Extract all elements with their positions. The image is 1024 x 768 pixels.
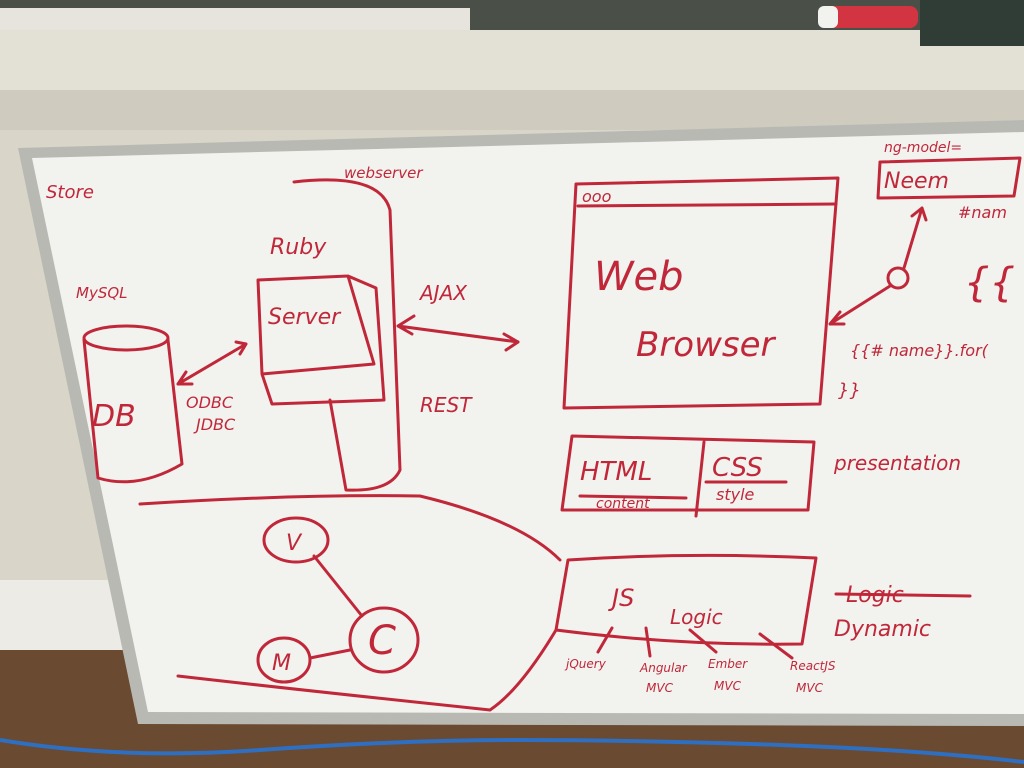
js-label: JS [608,584,634,612]
server-box [256,274,386,406]
marker-pen [818,6,918,28]
browser-dots: ooo [582,187,612,206]
baseboard [0,580,130,650]
mvc-region-curve [138,494,562,712]
floor-cable [0,737,1024,764]
style-label: style [716,485,755,504]
db-server-arrow [176,340,248,386]
logic-right-label: Logic [846,583,904,608]
browser-titlebar [576,202,838,208]
db-cylinder-top [82,324,170,352]
chevrons: }} [838,380,861,401]
store-label: Store [46,182,94,203]
logic-label: Logic [670,605,723,629]
ember-mvc-label: MVC [714,679,742,693]
mysql-label: MySQL [76,284,128,302]
js-logic-box [554,553,818,646]
ruby-label: Ruby [270,235,327,260]
content-label: content [596,496,650,512]
ember-label: Ember [708,657,748,671]
content-underline [578,494,688,500]
mvc-model-label: M [272,651,291,676]
jquery-label: jQuery [564,657,607,671]
dark-box [920,0,1024,46]
db-cylinder-body [82,338,184,484]
rest-label: REST [420,393,473,417]
css-label: CSS [712,453,763,483]
db-label: DB [92,399,136,434]
jdbc-label: JDBC [193,415,236,434]
mvc-view-circle [262,516,330,564]
dynamic-label: Dynamic [834,617,931,642]
angular-label: Angular [639,661,688,675]
hash-name-label: #nam [958,203,1007,222]
big-paren: {{ [964,260,1015,306]
ng-input-box [876,156,1022,200]
ajax-label: AJAX [418,281,468,305]
binding-circle [886,266,910,290]
react-label: ReactJS [790,659,836,673]
mvc-controller-circle [348,606,420,674]
pointer-react [758,632,794,660]
sill-edge [0,90,1024,130]
marker-cap [818,6,838,28]
web-label: Web [594,254,684,300]
pointer-angular [644,626,652,658]
mvc-model-circle [256,636,312,684]
presentation-label: presentation [833,451,961,475]
mvc-controller-label: C [368,618,396,664]
logic-underline [834,592,972,598]
binding-arrows [828,206,928,326]
angular-mvc-label: MVC [646,681,674,695]
odbc-label: ODBC [186,393,234,412]
html-css-box [560,434,816,518]
browser-label: Browser [636,325,777,365]
ajax-arrow [396,314,520,352]
html-label: HTML [580,457,652,487]
input-text: Neem [884,169,949,194]
react-mvc-label: MVC [796,681,824,695]
ng-model-label: ng-model= [884,140,962,156]
whiteboard-surface [32,132,1024,714]
webserver-label: webserver [344,164,423,182]
template-expression: {{# name}}.for( [850,341,989,360]
pointer-jquery [596,626,614,654]
browser-window [562,176,840,410]
webserver-outline [292,178,402,492]
mvc-links [308,554,364,660]
mvc-view-label: V [286,531,303,556]
pointer-ember [688,628,718,654]
server-label: Server [268,305,342,330]
